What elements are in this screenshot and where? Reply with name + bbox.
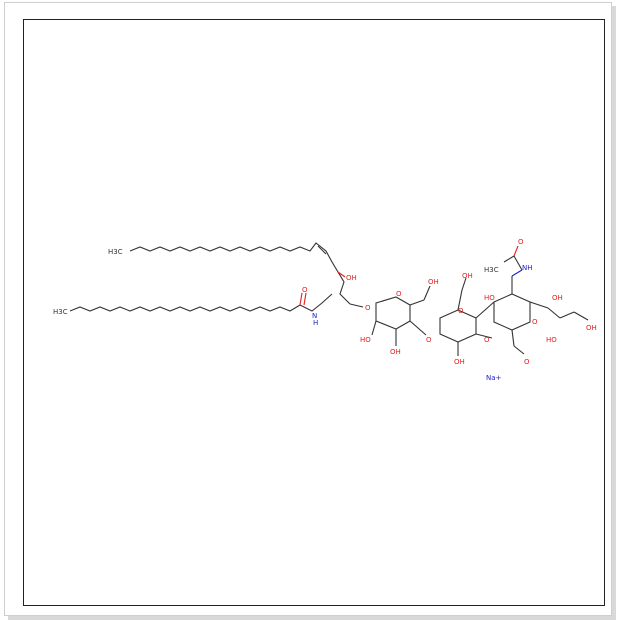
hydroxyl-label: OH: [454, 358, 465, 366]
methyl-label: H3C: [53, 308, 68, 316]
molecule-panel: [23, 19, 605, 606]
hydroxyl-label: OH: [552, 294, 563, 302]
ring-oxygen-label: O: [396, 290, 402, 298]
methyl-label: H3C: [108, 248, 123, 256]
amide-nitrogen-label: N: [312, 312, 317, 320]
glycosidic-oxygen-label: O: [365, 304, 371, 312]
sodium-ion-label: Na+: [486, 374, 502, 382]
sialic-acid-ring: [493, 293, 531, 331]
ring-oxygen-label: O: [532, 318, 538, 326]
fatty-acid-chain: [69, 293, 333, 312]
glycosidic-oxygen-label: O: [484, 336, 490, 344]
sphingosine-chain: [129, 242, 351, 305]
methyl-label: H3C: [484, 266, 499, 274]
amide-hydrogen-label: H: [313, 319, 318, 327]
double-bond: [317, 245, 327, 255]
acetyl-oxygen-label: O: [518, 238, 524, 246]
chain-oh-bond: [337, 271, 346, 278]
oxygen-label: O: [302, 286, 308, 294]
carbonyl-bond: [299, 292, 303, 306]
amine-label: NH: [522, 264, 533, 272]
glycosidic-oxygen-label: O: [426, 336, 432, 344]
hydroxyl-label: OH: [428, 278, 439, 286]
hydroxyl-label: HO: [360, 336, 371, 344]
hydroxyl-label: OH: [390, 348, 401, 356]
ring-oxygen-label: O: [458, 307, 464, 315]
hydroxyl-label: OH: [346, 274, 357, 282]
hydroxyl-label: OH: [462, 272, 473, 280]
carboxyl-oxygen-label: O: [524, 358, 530, 366]
glucose-ring: [375, 296, 411, 330]
hydroxyl-label: OH: [586, 324, 597, 332]
hydroxyl-label: HO: [484, 294, 495, 302]
hydroxyl-label: HO: [546, 336, 557, 344]
